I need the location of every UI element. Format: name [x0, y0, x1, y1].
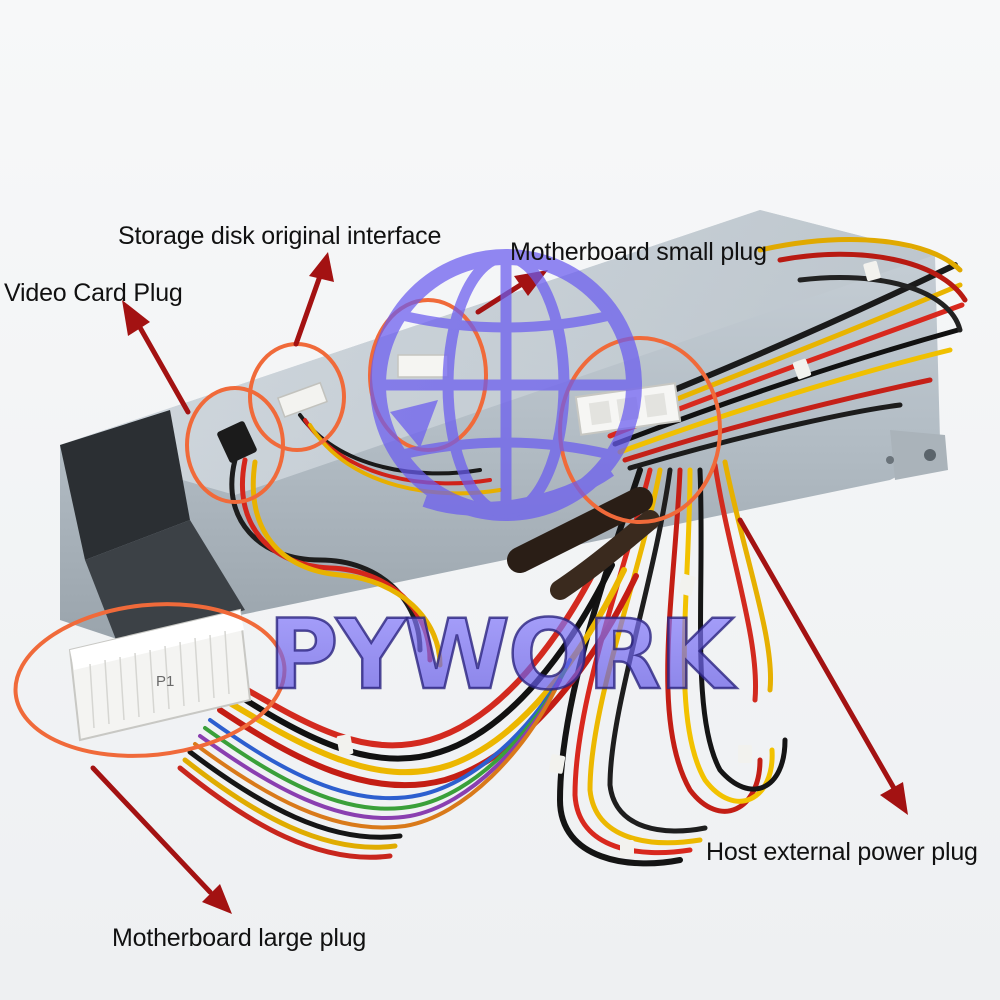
wire-bundle-main [177, 557, 639, 860]
label-motherboard-large-plug: Motherboard large plug [112, 924, 367, 952]
label-host-external-power-plug: Host external power plug [706, 838, 978, 866]
psu-mount-tab [890, 430, 948, 480]
watermark-text: PYWORK [268, 599, 737, 711]
small-white-connector [276, 354, 449, 418]
arrow-storage [293, 273, 323, 347]
arrow-mb-large [90, 765, 213, 895]
video-card-highlight [185, 386, 285, 504]
arrowhead-icon [309, 252, 334, 282]
p1-label: P1 [156, 673, 174, 690]
arrow-host-external [737, 517, 898, 793]
label-storage-disk-interface: Storage disk original interface [118, 222, 442, 250]
arrowhead-icon [202, 884, 232, 914]
label-motherboard-small-plug: Motherboard small plug [510, 238, 767, 266]
video-card-connector [217, 421, 257, 463]
black-sleeve [507, 487, 660, 600]
arrowhead-icon [122, 300, 150, 336]
arrow-mb-small [475, 281, 525, 315]
mb-large-highlight [13, 602, 287, 758]
arrowhead-icon [880, 782, 908, 815]
globe-logo-icon [370, 249, 642, 521]
cable-ties [336, 260, 881, 858]
screw-icon [886, 456, 894, 464]
psu-fan-vent [60, 410, 190, 560]
arrow-video-card [135, 321, 191, 415]
wire-bundle-down [556, 459, 788, 867]
p1-connector: P1 [68, 608, 252, 742]
wire-bundle-left [229, 413, 502, 668]
mount-hole-icon [924, 449, 936, 461]
label-video-card-plug: Video Card Plug [4, 279, 183, 307]
